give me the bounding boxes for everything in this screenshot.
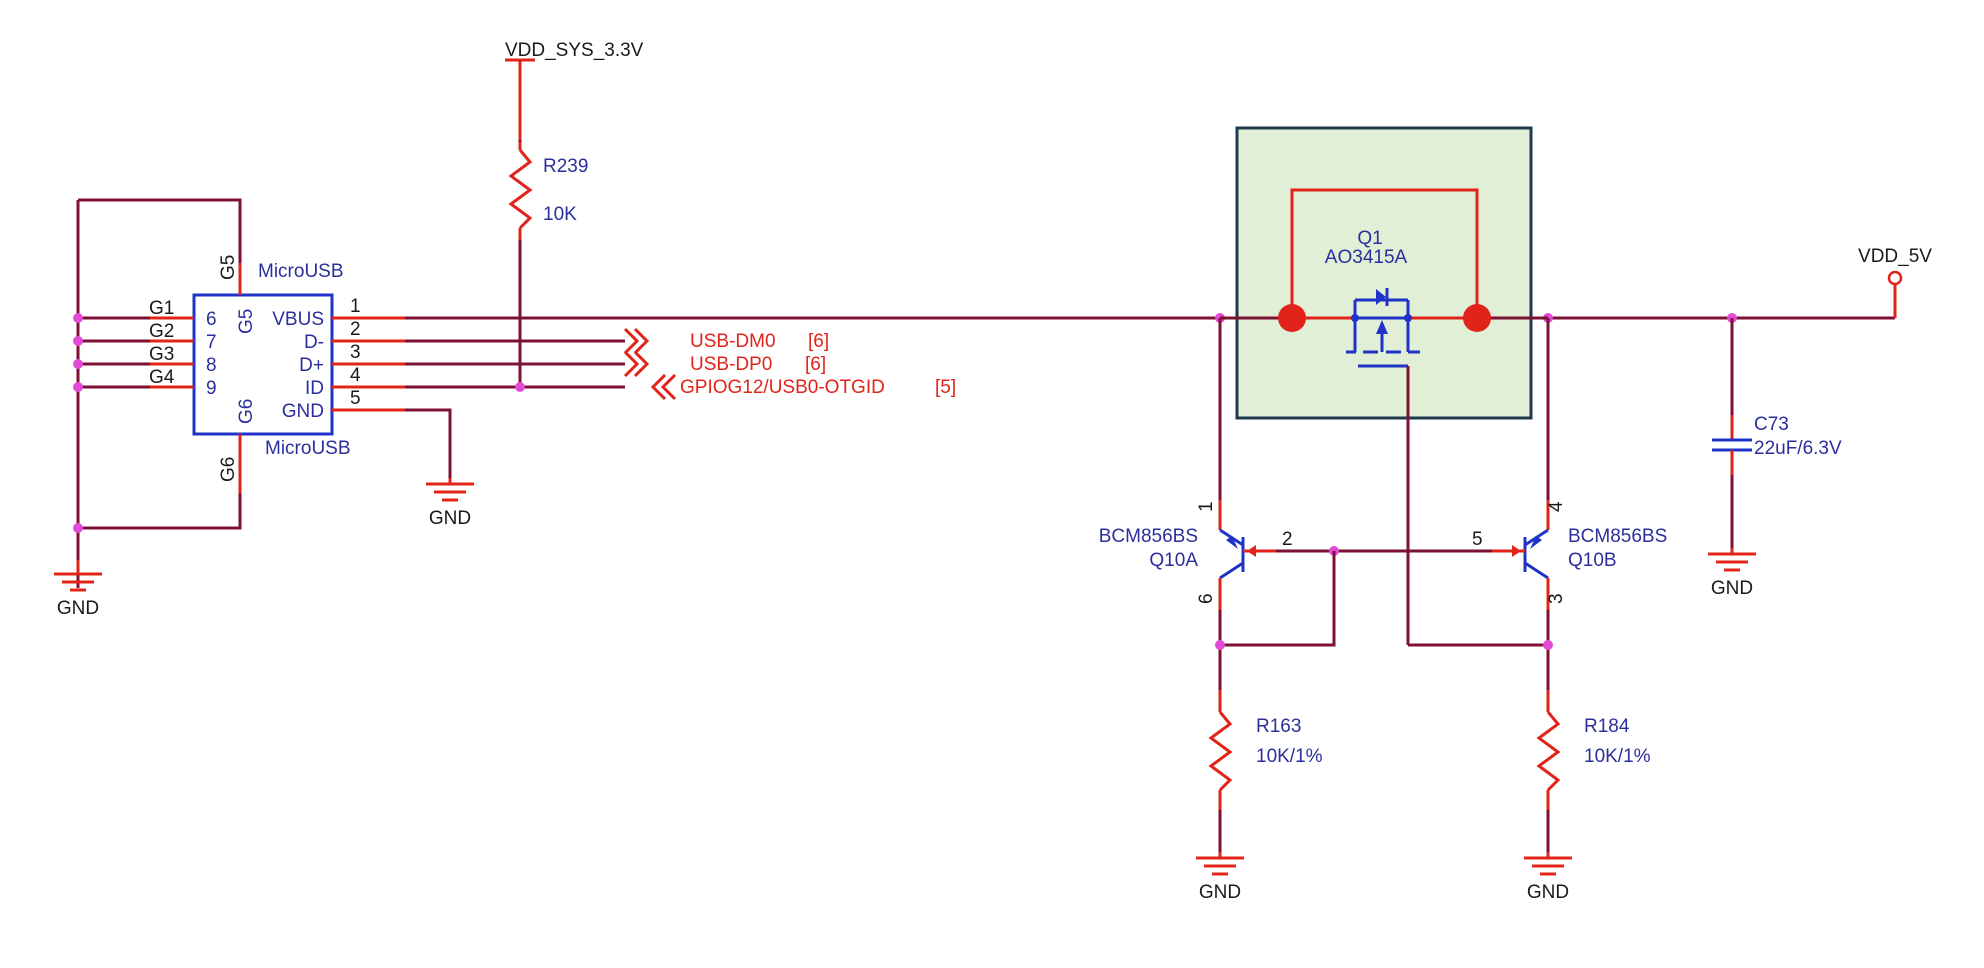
pin-g6-outer: G6 xyxy=(218,457,239,482)
pin-3-num: 3 xyxy=(350,342,361,363)
shield-ground-loop xyxy=(73,198,242,588)
microusb-ref-top: MicroUSB xyxy=(258,261,344,282)
q1-mosfet[interactable]: Q1 AO3415A xyxy=(1220,126,1548,420)
q10b-pin-e: 3 xyxy=(1546,593,1567,604)
q10b-pin-c: 4 xyxy=(1546,501,1567,512)
current-mirror: 1 2 6 BCM856BS Q10A 4 5 3 BCM856BS Q10B xyxy=(1099,318,1667,690)
net-otgid-ref: [5] xyxy=(935,377,956,398)
pin-6-num: 6 xyxy=(206,309,217,330)
r184-resistor: R184 10K/1% GND xyxy=(1524,690,1651,903)
r163-value: 10K/1% xyxy=(1256,746,1323,767)
q10b-ref: Q10B xyxy=(1568,550,1617,571)
pin-dminus-name: D- xyxy=(304,332,324,353)
r184-ref: R184 xyxy=(1584,716,1630,737)
gnd-label-r184: GND xyxy=(1527,882,1569,903)
r163-ref: R163 xyxy=(1256,716,1301,737)
q10a-pin-b: 2 xyxy=(1282,529,1293,550)
q1-part: AO3415A xyxy=(1325,247,1408,268)
gnd-symbol-left: GND xyxy=(54,560,102,619)
q1-drain-dot xyxy=(1278,304,1306,332)
q10b-pin-b: 5 xyxy=(1472,529,1483,550)
pin-g3-name: G3 xyxy=(149,344,174,365)
rail-vdd-5v-label: VDD_5V xyxy=(1858,246,1932,267)
q10a-ref: Q10A xyxy=(1149,550,1198,571)
c73-value: 22uF/6.3V xyxy=(1754,438,1842,459)
vbus-line: VDD_5V xyxy=(405,246,1932,323)
gnd-label-c73: GND xyxy=(1711,578,1753,599)
pin-vbus-name: VBUS xyxy=(272,309,324,330)
pin-g5-outer: G5 xyxy=(218,255,239,280)
q1-ref: Q1 xyxy=(1357,228,1382,249)
pin-id-name: ID xyxy=(305,378,324,399)
pin-5-num: 5 xyxy=(350,388,361,409)
gnd-label-connector: GND xyxy=(429,508,471,529)
pin-8-num: 8 xyxy=(206,355,217,376)
c73-capacitor: C73 22uF/6.3V GND xyxy=(1708,318,1842,599)
pin-g4-name: G4 xyxy=(149,367,175,388)
r163-resistor: R163 10K/1% GND xyxy=(1196,690,1323,903)
pin-gnd-name: GND xyxy=(282,401,324,422)
net-usb-dm0: USB-DM0 xyxy=(690,331,776,352)
net-usb-dp0: USB-DP0 xyxy=(690,354,772,375)
pin-g2-name: G2 xyxy=(149,321,174,342)
pin-g5-inner: G5 xyxy=(236,309,257,334)
net-otgid: GPIOG12/USB0-OTGID xyxy=(680,377,885,398)
usb-data-nets: USB-DM0 [6] USB-DP0 [6] GPIOG12/USB0-OTG… xyxy=(405,327,956,401)
gnd-label-left: GND xyxy=(57,598,99,619)
q10a-pin-e: 6 xyxy=(1196,593,1217,604)
q10a-part: BCM856BS xyxy=(1099,526,1198,547)
microusb-ref-bottom: MicroUSB xyxy=(265,438,351,459)
pin-dplus-name: D+ xyxy=(299,355,324,376)
r239-ref: R239 xyxy=(543,156,588,177)
gnd-symbol-connector: GND xyxy=(405,408,474,529)
c73-ref: C73 xyxy=(1754,414,1789,435)
pin-4-num: 4 xyxy=(350,365,361,386)
pin-1-num: 1 xyxy=(350,296,361,317)
pin-2-num: 2 xyxy=(350,319,361,340)
net-usb-dp0-ref: [6] xyxy=(805,354,826,375)
gnd-label-r163: GND xyxy=(1199,882,1241,903)
q10a-pin-c: 1 xyxy=(1196,501,1217,512)
net-usb-dm0-ref: [6] xyxy=(808,331,829,352)
r239-value: 10K xyxy=(543,204,577,225)
r184-value: 10K/1% xyxy=(1584,746,1651,767)
r239-pullup: VDD_SYS_3.3V R239 10K xyxy=(505,40,644,392)
q10b-part: BCM856BS xyxy=(1568,526,1667,547)
rail-vdd-sys-label: VDD_SYS_3.3V xyxy=(505,40,644,61)
pin-7-num: 7 xyxy=(206,332,217,353)
q1-source-dot xyxy=(1463,304,1491,332)
pin-9-num: 9 xyxy=(206,378,217,399)
q1-highlight-box[interactable] xyxy=(1235,126,1533,420)
microusb-connector: MicroUSB MicroUSB G5 G6 G5 G6 G1 G2 G3 G… xyxy=(149,255,405,493)
pin-g6-inner: G6 xyxy=(236,399,257,424)
pin-g1-name: G1 xyxy=(149,298,174,319)
